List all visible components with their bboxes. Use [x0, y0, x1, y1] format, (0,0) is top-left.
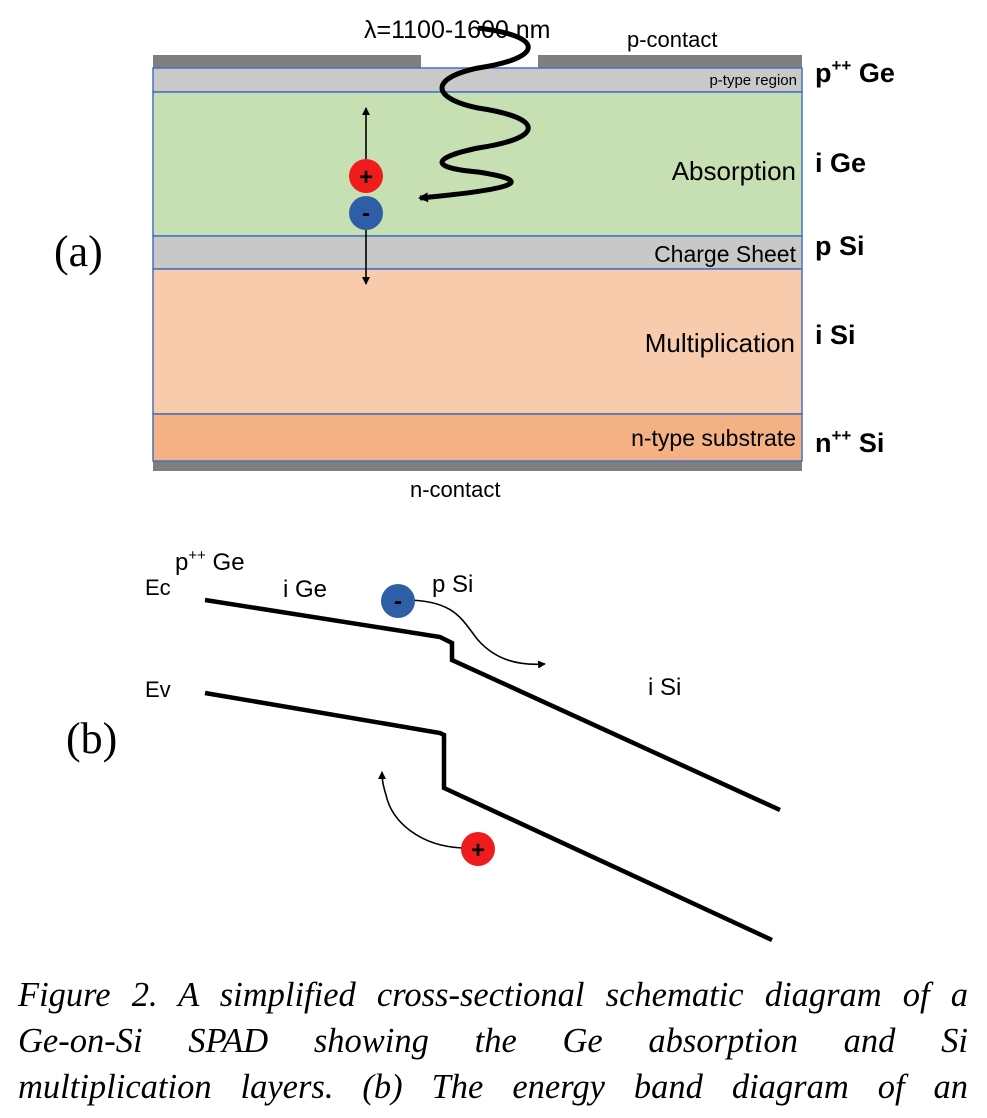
layer-n-type-substrate	[152, 413, 803, 462]
conduction-band	[204, 597, 781, 813]
label-p-type-region: p-type region	[709, 72, 797, 89]
valence-band	[204, 690, 773, 943]
material-i-si: i Si	[815, 320, 856, 350]
material-p-si: p Si	[815, 231, 865, 261]
panel-b-label: (b)	[66, 714, 117, 763]
panel-b: (b) Ec p++ Ge i Ge p Si i Si Ev - +	[66, 547, 781, 943]
label-multiplication: Multiplication	[645, 328, 795, 358]
hole-symbol-b: +	[471, 837, 485, 864]
ec-label: Ec	[145, 575, 171, 600]
caption-line-2: Ge-on-Si SPAD showing the Ge absorption …	[18, 1022, 968, 1060]
photon-wave	[418, 25, 531, 203]
hole-particle-a	[349, 159, 383, 193]
psi-label: p Si	[432, 571, 473, 598]
electron-particle-a	[349, 196, 383, 230]
panel-a-label: (a)	[54, 227, 103, 276]
material-i-ge: i Ge	[815, 148, 866, 178]
electron-path-b	[404, 599, 546, 669]
hole-particle-b	[461, 832, 495, 866]
n-contact	[153, 461, 802, 471]
label-n-type-substrate: n-type substrate	[631, 425, 796, 451]
material-n-si: n++ Si	[815, 426, 884, 458]
isi-label: i Si	[648, 674, 681, 701]
label-absorption: Absorption	[672, 156, 796, 186]
layer-absorption	[152, 91, 803, 237]
layer-multiplication	[152, 268, 803, 415]
hole-symbol-a: +	[359, 164, 373, 191]
hole-path-b	[378, 771, 463, 849]
panel-a: p-type region Absorption Charge Sheet Mu…	[54, 16, 895, 502]
layer-charge-sheet	[152, 235, 803, 270]
electron-particle-b	[381, 584, 415, 618]
caption-line-3: multiplication layers. (b) The energy ba…	[18, 1068, 968, 1106]
electron-symbol-b: -	[394, 588, 402, 615]
n-contact-label: n-contact	[410, 477, 501, 502]
label-charge-sheet: Charge Sheet	[654, 241, 797, 267]
p-contact-left	[153, 55, 421, 68]
p-contact-label: p-contact	[627, 27, 718, 52]
ev-label: Ev	[145, 677, 171, 702]
layer-p-type-region	[152, 67, 803, 93]
material-p-ge: p++ Ge	[815, 56, 895, 88]
p-contact-right	[538, 55, 802, 68]
pge-label: p++ Ge	[175, 547, 245, 576]
electron-symbol-a: -	[362, 200, 370, 227]
ige-label: i Ge	[283, 576, 327, 603]
figure-caption: Figure 2. A simplified cross-sectional s…	[18, 972, 968, 1110]
caption-line-1: Figure 2. A simplified cross-sectional s…	[18, 976, 968, 1014]
